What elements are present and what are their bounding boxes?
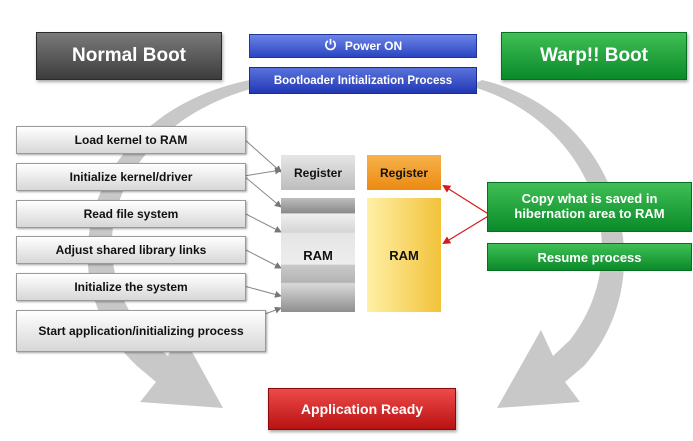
copy-to-ram-arrow	[442, 214, 491, 245]
warp-ram: RAM	[367, 198, 441, 312]
copy-to-register-arrow	[442, 184, 491, 216]
bootloader-label: Bootloader Initialization Process	[273, 74, 453, 87]
copy-hibernation-label: Copy what is saved in hibernation area t…	[514, 191, 665, 221]
step-read-fs: Read file system	[16, 200, 246, 228]
step-label: Initialize the system	[74, 279, 188, 294]
step-link-1	[243, 138, 282, 173]
application-ready-label: Application Ready	[300, 401, 424, 417]
step-link-3	[243, 175, 282, 208]
normal-ram: RAM	[281, 198, 355, 312]
step-label: Start application/initializing process	[38, 323, 244, 338]
normal-boot-header: Normal Boot	[36, 32, 222, 80]
warp-register-label: Register	[379, 165, 429, 180]
bootloader-box: Bootloader Initialization Process	[249, 67, 477, 94]
warp-ram-label: RAM	[389, 247, 419, 263]
warp-boot-label: Warp!! Boot	[540, 45, 648, 66]
normal-boot-label: Normal Boot	[72, 45, 186, 66]
step-link-4	[243, 212, 282, 233]
step-init-kernel: Initialize kernel/driver	[16, 163, 246, 191]
step-init-system: Initialize the system	[16, 273, 246, 301]
normal-register: Register	[281, 155, 355, 190]
step-label: Initialize kernel/driver	[69, 169, 193, 184]
warp-register: Register	[367, 155, 441, 190]
copy-hibernation-box: Copy what is saved in hibernation area t…	[487, 182, 692, 232]
step-label: Adjust shared library links	[55, 242, 207, 257]
application-ready-box: Application Ready	[268, 388, 456, 430]
warp-boot-flow-arrow	[470, 80, 625, 408]
power-on-label: Power ON	[344, 39, 403, 53]
resume-process-box: Resume process	[487, 243, 692, 271]
normal-ram-label: RAM	[303, 247, 333, 263]
power-on-box: Power ON	[249, 34, 477, 58]
step-start-app: Start application/initializing process	[16, 310, 266, 352]
step-label: Read file system	[83, 206, 179, 221]
step-label: Load kernel to RAM	[74, 132, 188, 147]
power-icon	[324, 38, 337, 54]
resume-process-label: Resume process	[537, 249, 642, 265]
step-link-6	[243, 285, 282, 298]
step-load-kernel: Load kernel to RAM	[16, 126, 246, 154]
warp-boot-header: Warp!! Boot	[501, 32, 687, 80]
step-adjust-links: Adjust shared library links	[16, 236, 246, 264]
step-link-5	[243, 248, 282, 269]
normal-register-label: Register	[293, 165, 343, 180]
step-link-2	[243, 167, 282, 177]
